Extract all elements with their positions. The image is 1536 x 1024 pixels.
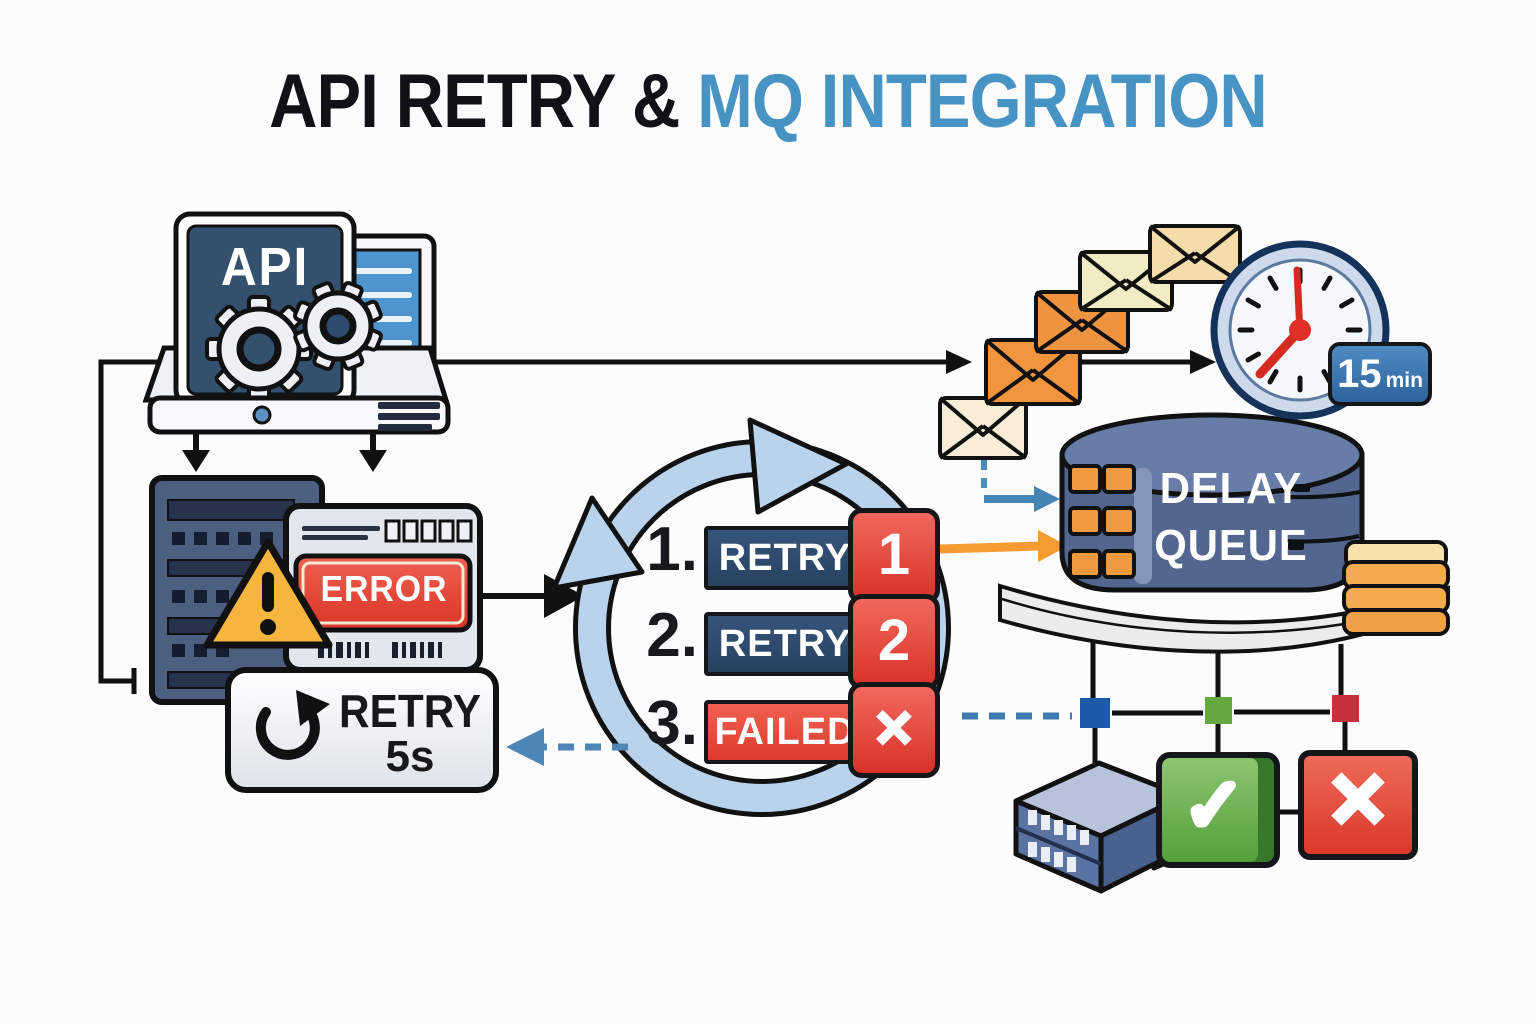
- database-stack-icon: [1342, 540, 1450, 636]
- main-flow-arrow: [432, 350, 1216, 374]
- retry-to-queue-arrow: [939, 530, 1068, 562]
- envelope-icon: [938, 396, 1028, 460]
- timer-badge: 15 min: [1328, 342, 1432, 406]
- route-node-blue: [1080, 698, 1110, 728]
- retry-box-delay: 5s: [385, 732, 435, 781]
- routing-network: [1080, 640, 1359, 815]
- retry-step-2: 2. RETRY 2: [640, 594, 950, 690]
- step-badge: 1: [848, 508, 940, 604]
- delay-queue-cylinder: [1059, 412, 1365, 593]
- barcode-decoration: [318, 642, 442, 658]
- api-device: [142, 211, 451, 435]
- step-number: 2.: [646, 601, 698, 670]
- retry-step-1: 1. RETRY 1: [640, 508, 950, 604]
- route-node-red: [1332, 695, 1359, 722]
- step-number: 3.: [646, 689, 698, 758]
- page-title: API RETRY & MQ INTEGRATION: [92, 58, 1444, 145]
- envelope-icons: [938, 224, 1242, 460]
- envelope-icon: [1148, 224, 1242, 284]
- warning-icon: [203, 538, 333, 649]
- error-badge-label: ERROR: [320, 568, 448, 609]
- retry-step-3: 3. FAILED ✕: [640, 682, 950, 778]
- step-badge failed-x-icon: ✕: [848, 682, 940, 778]
- step-label: RETRY: [704, 612, 866, 676]
- feedback-line: [98, 359, 170, 694]
- step-label: RETRY: [704, 526, 866, 590]
- cross-icon: ✕: [1324, 759, 1391, 842]
- retry-return-dashed-arrow: [506, 728, 628, 766]
- dash-decoration: [1288, 542, 1304, 550]
- dash-decoration: [1294, 484, 1310, 492]
- step-badge: 2: [848, 594, 940, 690]
- timer-unit: min: [1385, 368, 1423, 392]
- retry-delay-box: [225, 667, 499, 793]
- queue-vents: [1068, 464, 1136, 579]
- step-label: FAILED: [704, 700, 866, 764]
- failure-box: ✕: [1298, 750, 1418, 860]
- envelope-to-queue-arrow: [981, 460, 1060, 512]
- success-box: ✓: [1156, 752, 1280, 868]
- delay-queue-line2: QUEUE: [1154, 521, 1308, 570]
- delay-queue-line1: DELAY: [1159, 464, 1303, 513]
- refresh-icon: [255, 690, 330, 760]
- gear-icon: [205, 281, 383, 403]
- retry-box-label: RETRY: [339, 685, 481, 737]
- envelope-icon: [984, 338, 1082, 406]
- delay-queue-label: DELAY QUEUE: [1150, 460, 1312, 574]
- timer-value: 15: [1337, 352, 1382, 396]
- error-panel: [283, 503, 483, 673]
- title-black: API RETRY &: [269, 59, 680, 144]
- title-blue: MQ INTEGRATION: [679, 59, 1268, 144]
- step-number: 1.: [646, 515, 698, 584]
- api-screen-label: API: [220, 237, 310, 297]
- route-node-green: [1205, 697, 1232, 724]
- check-icon: ✓: [1180, 764, 1247, 847]
